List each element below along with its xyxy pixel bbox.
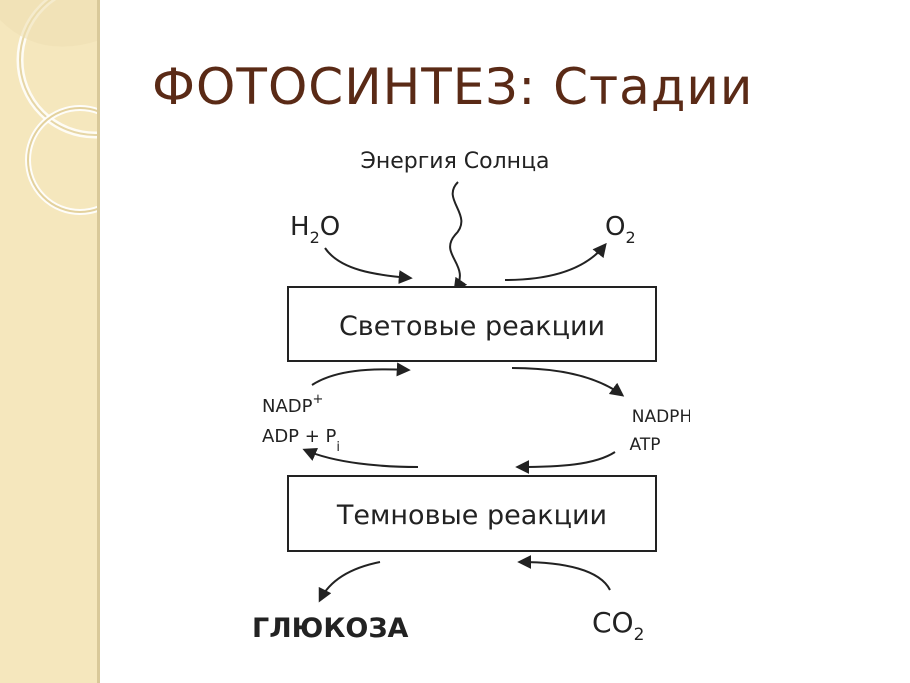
nadp-label: NADP+ — [262, 392, 323, 417]
atp-to-dark-arrow — [515, 451, 616, 474]
light-to-nadph-arrow — [511, 367, 625, 397]
page-title: ФОТОСИНТЕЗ: Стадии — [152, 58, 754, 116]
co2-to-dark-arrow — [517, 555, 611, 591]
co2-label: CO2 — [592, 606, 644, 645]
adp-label: ADP + Pi — [262, 426, 340, 455]
nadp-to-light-arrow — [311, 362, 411, 386]
oxygen-label: O2 — [605, 212, 636, 247]
water-label: H2O — [290, 212, 340, 247]
oxygen-arrow — [504, 242, 607, 281]
dark-to-glucose-arrow — [318, 561, 381, 603]
glucose-label: ГЛЮКОЗА — [252, 613, 409, 644]
decorative-side-strip — [0, 0, 100, 683]
sun-energy-label: Энергия Солнца — [360, 149, 549, 174]
photosynthesis-diagram: Энергия Солнца H2O O2 Световые реакции N… — [250, 130, 690, 650]
dark-reactions-box — [287, 475, 657, 552]
nadph-label: NADPH — [632, 407, 690, 427]
light-reactions-box — [287, 286, 657, 362]
atp-label: ATP — [630, 435, 661, 455]
light-reactions-label: Световые реакции — [339, 311, 605, 342]
sun-energy-arrow — [449, 181, 468, 293]
decorative-rings — [0, 0, 100, 215]
dark-to-adp-arrow — [302, 448, 419, 468]
dark-reactions-label: Темновые реакции — [336, 500, 607, 531]
diagram-canvas: Энергия Солнца H2O O2 Световые реакции N… — [252, 149, 690, 645]
water-arrow — [324, 247, 413, 285]
